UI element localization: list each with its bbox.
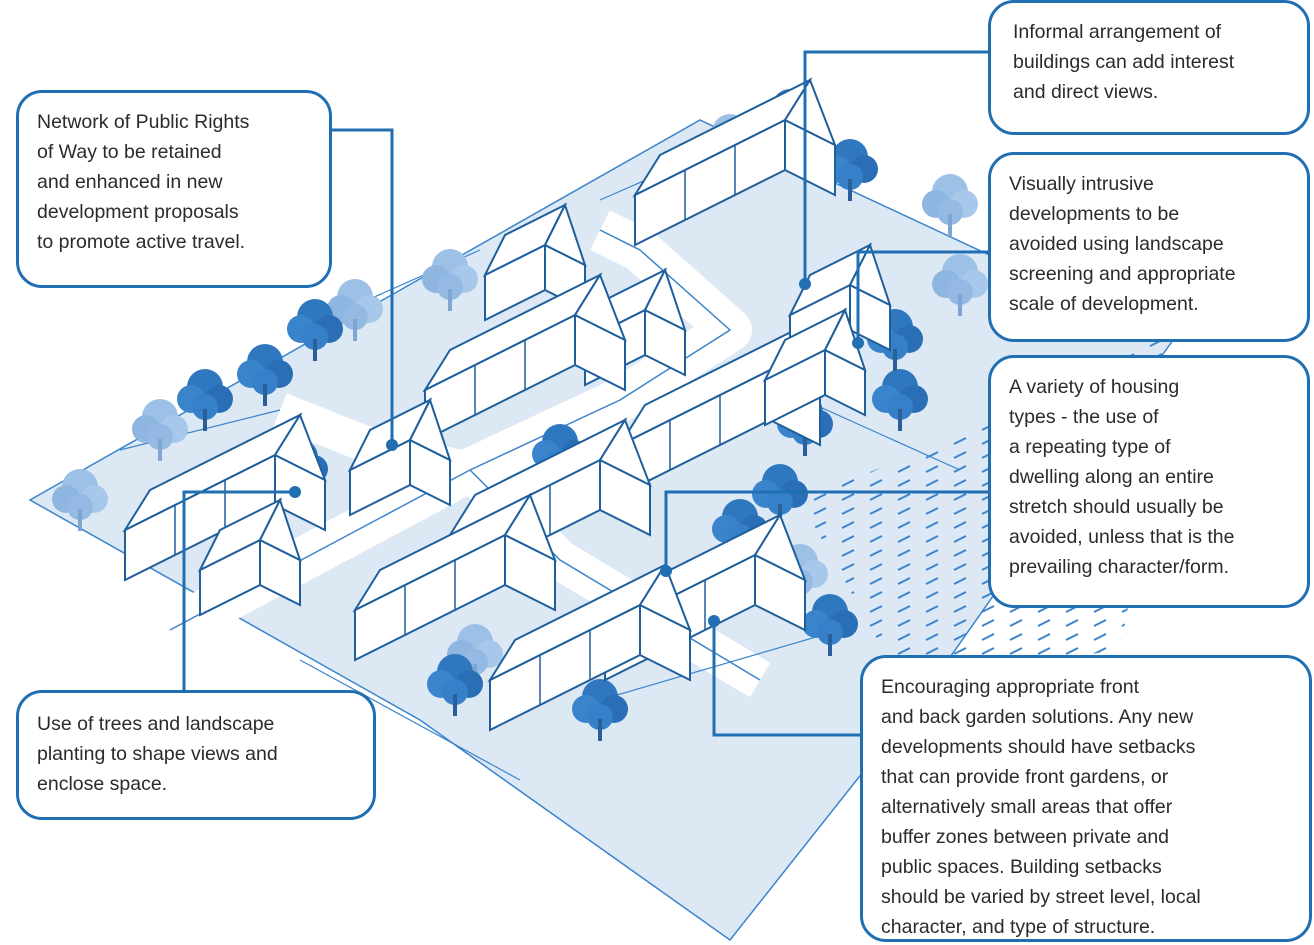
- callout-gardens: Encouraging appropriate front and back g…: [860, 655, 1312, 942]
- marker-dot-trees: [289, 486, 301, 498]
- marker-dots: [289, 278, 864, 627]
- marker-dot-gardens: [708, 615, 720, 627]
- callout-visually-intrusive: Visually intrusive developments to be av…: [988, 152, 1310, 342]
- marker-dot-housing-variety: [660, 565, 672, 577]
- leader-lines: [182, 50, 990, 737]
- callout-public-rights-of-way: Network of Public Rights of Way to be re…: [16, 90, 332, 288]
- marker-dot-visually-intrusive: [852, 337, 864, 349]
- marker-dot-rights-of-way: [386, 439, 398, 451]
- marker-dot-informal-arrangement: [799, 278, 811, 290]
- callout-informal-arrangement: Informal arrangement of buildings can ad…: [988, 0, 1310, 135]
- callout-trees-landscape: Use of trees and landscape planting to s…: [16, 690, 376, 820]
- callout-housing-variety: A variety of housing types - the use of …: [988, 355, 1310, 608]
